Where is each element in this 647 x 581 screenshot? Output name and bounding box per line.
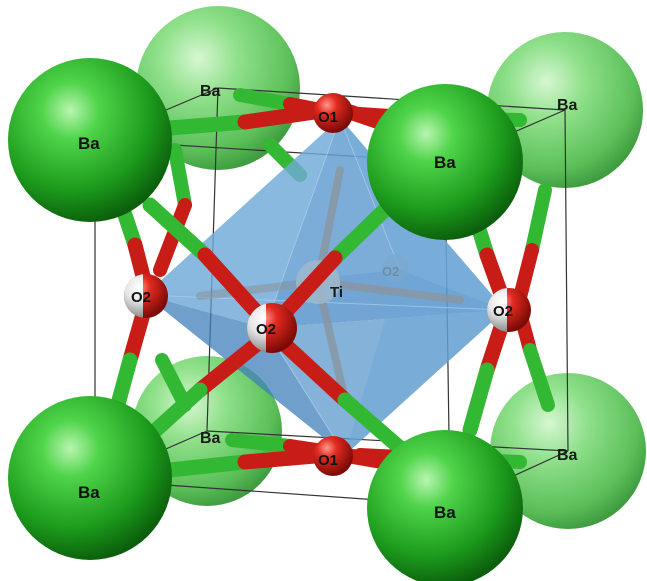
o2-right-label: O2 bbox=[493, 303, 513, 320]
o1-atom-top bbox=[313, 93, 353, 133]
ba-back-bottom-right-label: Ba bbox=[557, 447, 578, 464]
ba-front-top-right-label: Ba bbox=[434, 153, 456, 172]
atom-labels: Ba Ba Ba Ba Ba Ba Ba Ba O1 O1 O2 O2 O2 bbox=[78, 83, 578, 522]
o2-atom-right bbox=[487, 288, 531, 332]
front-bonds bbox=[107, 104, 513, 478]
o2-atom-center bbox=[247, 303, 297, 353]
ba-back-top-left-label: Ba bbox=[200, 83, 221, 100]
ba-atom-front-top-right bbox=[367, 84, 523, 240]
o1-top-label: O1 bbox=[318, 109, 338, 126]
ti-label: Ti bbox=[330, 284, 343, 301]
o2-atom-left bbox=[124, 274, 168, 318]
ba-atom-front-top-left bbox=[8, 58, 172, 222]
o2-back-faded-label: O2 bbox=[382, 264, 399, 279]
o1-atom-bottom bbox=[313, 436, 353, 476]
ba-front-bottom-left-label: Ba bbox=[78, 483, 100, 502]
ba-front-top-left-label: Ba bbox=[78, 134, 100, 153]
o2-center-label: O2 bbox=[256, 321, 276, 338]
ba-atom-front-bottom-left bbox=[8, 396, 172, 560]
o2-left-label: O2 bbox=[131, 289, 151, 306]
ba-front-bottom-right-label: Ba bbox=[434, 503, 456, 522]
ba-back-top-right-label: Ba bbox=[557, 97, 578, 114]
oxygen-atoms bbox=[124, 93, 531, 476]
ba-atom-front-bottom-right bbox=[367, 430, 523, 581]
o1-bottom-label: O1 bbox=[318, 452, 338, 469]
o2-atom-back-faded bbox=[382, 254, 410, 282]
ba-back-bottom-left-label: Ba bbox=[200, 430, 221, 447]
front-ba-atoms bbox=[8, 58, 523, 581]
